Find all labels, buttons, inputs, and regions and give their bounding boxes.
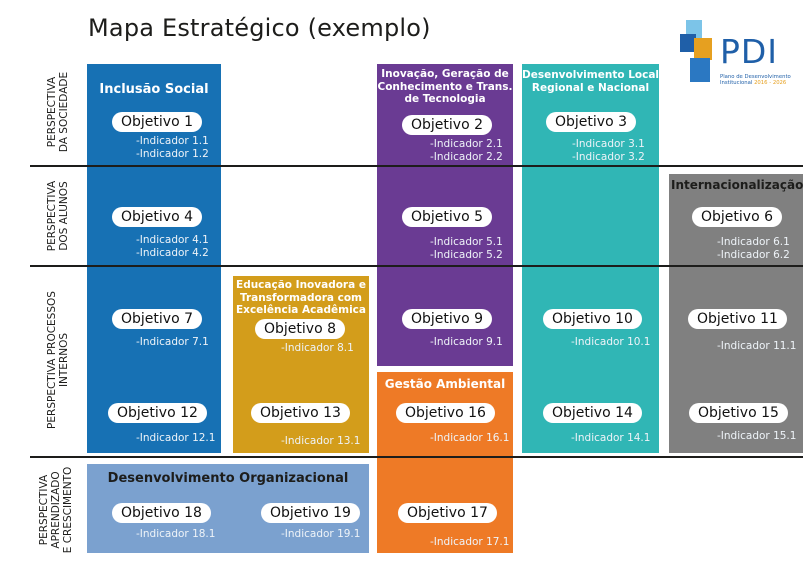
indicator-list: -Indicador 1.1-Indicador 1.2 [136, 135, 209, 160]
theme-desenvolvimento-organizacional: Desenvolvimento Organizacional [107, 471, 349, 486]
objective-19[interactable]: Objetivo 19 [261, 503, 360, 523]
objective-7[interactable]: Objetivo 7 [112, 309, 202, 329]
objective-10[interactable]: Objetivo 10 [543, 309, 642, 329]
objective-6[interactable]: Objetivo 6 [692, 207, 782, 227]
theme-inclusao-social: Inclusão Social [99, 82, 209, 97]
objective-5[interactable]: Objetivo 5 [402, 207, 492, 227]
objective-17[interactable]: Objetivo 17 [398, 503, 497, 523]
objective-11[interactable]: Objetivo 11 [688, 309, 787, 329]
page-title: Mapa Estratégico (exemplo) [88, 14, 431, 42]
objective-4[interactable]: Objetivo 4 [112, 207, 202, 227]
logo-text: PDI [720, 32, 779, 71]
objective-13[interactable]: Objetivo 13 [251, 403, 350, 423]
pdi-logo: PDI Plano de Desenvolvimento Institucion… [680, 20, 798, 92]
divider-line [30, 165, 803, 167]
objective-18[interactable]: Objetivo 18 [112, 503, 211, 523]
indicator-list: -Indicador 5.1-Indicador 5.2 [430, 236, 503, 261]
indicator-list: -Indicador 8.1 [281, 342, 354, 354]
indicator-list: -Indicador 9.1 [430, 336, 503, 348]
divider-line [30, 456, 803, 458]
indicator-list: -Indicador 11.1 [717, 340, 797, 352]
indicator-list: -Indicador 16.1 [430, 432, 510, 444]
theme-desenvolvimento-local: Desenvolvimento Local,Regional e Naciona… [522, 69, 664, 94]
objective-12[interactable]: Objetivo 12 [108, 403, 207, 423]
indicator-list: -Indicador 7.1 [136, 336, 209, 348]
objective-3[interactable]: Objetivo 3 [546, 112, 636, 132]
indicator-list: -Indicador 2.1-Indicador 2.2 [430, 138, 503, 163]
indicator-list: -Indicador 15.1 [717, 430, 797, 442]
logo-subtitle: Plano de Desenvolvimento Institucional 2… [720, 74, 791, 86]
objective-9[interactable]: Objetivo 9 [402, 309, 492, 329]
column-gestao-ambiental [377, 372, 513, 553]
column-educacao-inovadora [233, 276, 369, 453]
objective-16[interactable]: Objetivo 16 [396, 403, 495, 423]
divider-line [30, 265, 803, 267]
indicator-list: -Indicador 6.1-Indicador 6.2 [717, 236, 790, 261]
objective-15[interactable]: Objetivo 15 [689, 403, 788, 423]
indicator-list: -Indicador 12.1 [136, 432, 216, 444]
indicator-list: -Indicador 18.1 [136, 528, 216, 540]
indicator-list: -Indicador 14.1 [571, 432, 651, 444]
objective-1[interactable]: Objetivo 1 [112, 112, 202, 132]
indicator-list: -Indicador 13.1 [281, 435, 361, 447]
theme-gestao-ambiental: Gestão Ambiental [384, 377, 506, 391]
indicator-list: -Indicador 3.1-Indicador 3.2 [572, 138, 645, 163]
indicator-list: -Indicador 19.1 [281, 528, 361, 540]
indicator-list: -Indicador 10.1 [571, 336, 651, 348]
theme-internacionalizacao: Internacionalização [671, 178, 803, 192]
indicator-list: -Indicador 17.1 [430, 536, 510, 548]
indicator-list: -Indicador 4.1-Indicador 4.2 [136, 234, 209, 259]
objective-8[interactable]: Objetivo 8 [255, 319, 345, 339]
objective-2[interactable]: Objetivo 2 [402, 115, 492, 135]
objective-14[interactable]: Objetivo 14 [543, 403, 642, 423]
